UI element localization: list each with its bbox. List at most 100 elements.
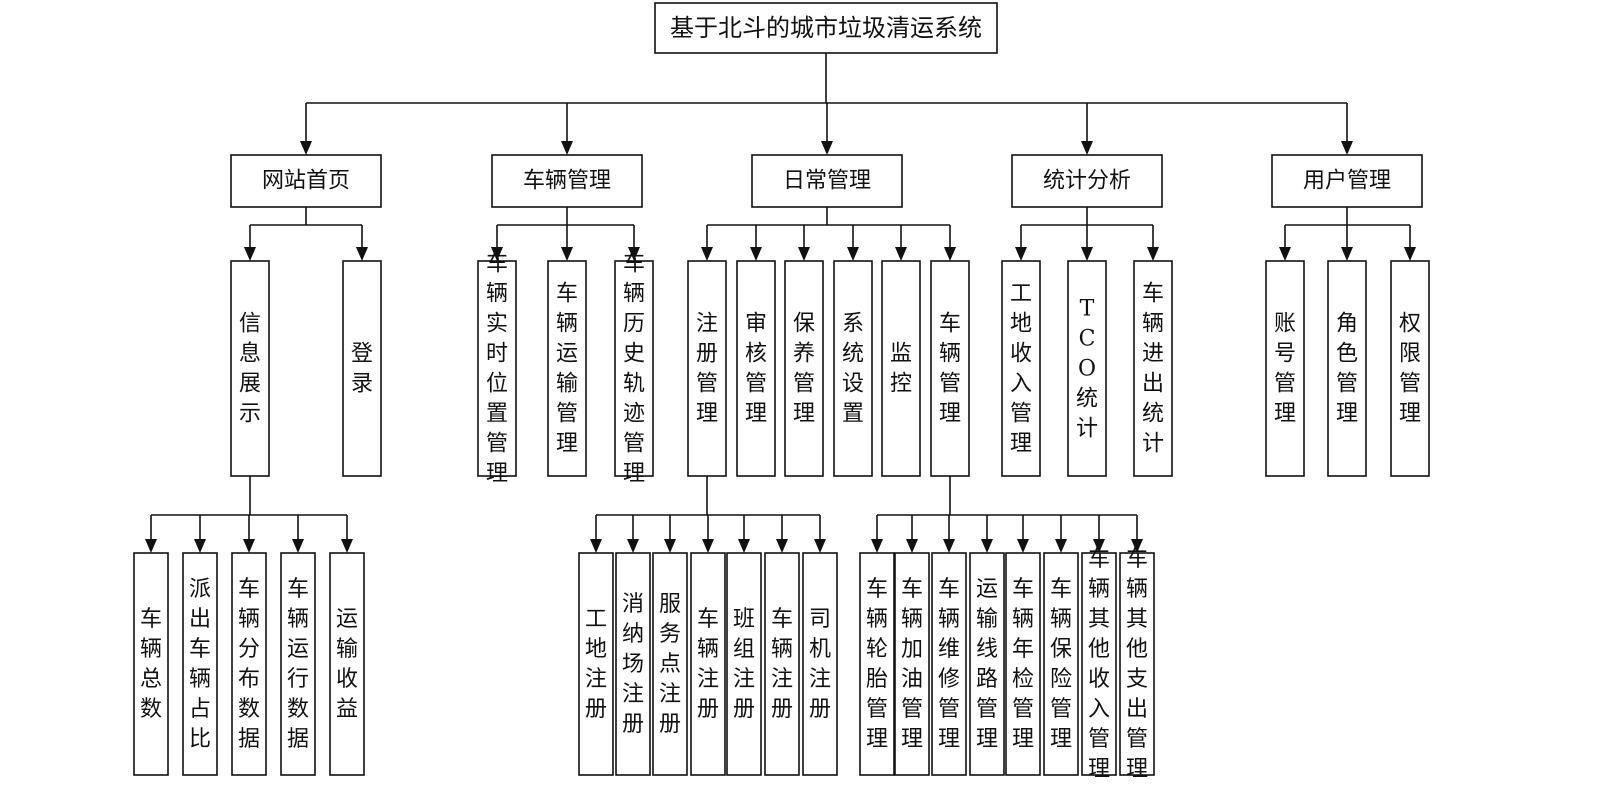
submodule-box-4-1-label: 工地收入管理 — [1010, 281, 1032, 456]
level3-arrow — [943, 539, 955, 553]
leaf-box-3-1-3-frame — [652, 552, 688, 776]
leaf-box-1-1-1-label: 车辆总数 — [140, 607, 162, 722]
level3-arrow — [1017, 539, 1029, 553]
level3-arrow — [590, 539, 602, 553]
leaf-box-3-1-6-frame — [764, 552, 800, 776]
level1-arrow — [821, 141, 833, 155]
level2-arrow — [1015, 247, 1027, 261]
submodule-box-4-3: 车辆进出统计 — [1133, 260, 1173, 477]
submodule-box-5-2-frame — [1327, 260, 1367, 477]
submodule-box-3-4-label: 系统设置 — [842, 311, 864, 426]
level3-arrow — [776, 539, 788, 553]
leaf-box-1-1-5-label: 运输收益 — [336, 607, 358, 722]
level2-arrow — [628, 247, 640, 261]
submodule-box-4-1: 工地收入管理 — [1001, 260, 1041, 477]
leaf-box-1-1-5-frame — [329, 552, 365, 776]
leaf-box-1-1-2-frame — [182, 552, 218, 776]
level2-arrow — [1147, 247, 1159, 261]
leaf-box-1-1-1-frame — [133, 552, 169, 776]
leaf-box-3-1-1: 工地注册 — [578, 552, 614, 776]
module-box-1-frame — [230, 154, 382, 208]
submodule-box-5-1: 账号管理 — [1265, 260, 1305, 477]
leaf-box-3-1-1-label: 工地注册 — [585, 607, 607, 722]
submodule-box-2-1-label: 车辆实时位置管理 — [486, 251, 508, 486]
level2-arrow — [701, 247, 713, 261]
level3-arrow — [1131, 539, 1143, 553]
level3-arrow — [814, 539, 826, 553]
level1-arrow — [300, 141, 312, 155]
root-title-box-label: 基于北斗的城市垃圾清运系统 — [670, 14, 982, 42]
submodule-box-1-2-label: 登录 — [351, 341, 373, 396]
submodule-box-1-2: 登录 — [342, 260, 382, 477]
leaf-box-3-6-1: 车辆轮胎管理 — [859, 552, 895, 776]
root-title-box-frame — [654, 2, 998, 54]
leaf-box-1-1-4: 车辆运行数据 — [280, 552, 316, 776]
leaf-box-3-6-7-label: 车辆其他收入管理 — [1088, 547, 1110, 782]
submodule-box-2-2: 车辆运输管理 — [547, 260, 587, 477]
leaf-box-1-1-3-label: 车辆分布数据 — [238, 577, 260, 752]
submodule-box-3-1-label: 注册管理 — [696, 311, 718, 426]
leaf-box-1-1-4-label: 车辆运行数据 — [287, 577, 309, 752]
level2-arrow — [895, 247, 907, 261]
submodule-box-3-2-frame — [736, 260, 776, 477]
leaf-box-3-6-7-frame — [1081, 552, 1117, 776]
module-box-4: 统计分析 — [1011, 154, 1163, 208]
module-box-3-frame — [751, 154, 903, 208]
module-box-2: 车辆管理 — [491, 154, 643, 208]
leaf-box-3-6-4: 运输线路管理 — [969, 552, 1005, 776]
leaf-box-3-1-6: 车辆注册 — [764, 552, 800, 776]
leaf-box-3-1-2: 消纳场注册 — [615, 552, 651, 776]
leaf-box-3-6-7: 车辆其他收入管理 — [1081, 547, 1117, 782]
module-box-1: 网站首页 — [230, 154, 382, 208]
leaf-box-3-1-3-label: 服务点注册 — [659, 592, 681, 737]
leaf-box-3-6-4-frame — [969, 552, 1005, 776]
leaf-box-1-1-4-frame — [280, 552, 316, 776]
leaf-box-3-6-1-label: 车辆轮胎管理 — [866, 577, 888, 752]
submodule-box-3-6-frame — [930, 260, 970, 477]
level1-arrow — [561, 141, 573, 155]
level3-arrow — [1055, 539, 1067, 553]
leaf-box-3-6-5-frame — [1005, 552, 1041, 776]
level2-arrow — [1081, 247, 1093, 261]
leaf-box-1-1-1: 车辆总数 — [133, 552, 169, 776]
module-box-4-label: 统计分析 — [1043, 169, 1131, 194]
module-box-5-frame — [1271, 154, 1423, 208]
submodule-box-3-3-frame — [784, 260, 824, 477]
submodule-box-3-2-label: 审核管理 — [745, 311, 767, 426]
leaf-box-3-1-2-frame — [615, 552, 651, 776]
submodule-box-4-1-frame — [1001, 260, 1041, 477]
submodule-box-4-2-frame — [1067, 260, 1107, 477]
submodule-box-5-2: 角色管理 — [1327, 260, 1367, 477]
leaf-box-3-1-4-frame — [690, 552, 726, 776]
leaf-box-1-1-3-frame — [231, 552, 267, 776]
leaf-box-3-6-2: 车辆加油管理 — [894, 552, 930, 776]
leaf-box-3-1-5-frame — [726, 552, 762, 776]
module-box-5: 用户管理 — [1271, 154, 1423, 208]
leaf-box-3-6-2-label: 车辆加油管理 — [901, 577, 923, 752]
level2-arrow — [244, 247, 256, 261]
module-box-2-frame — [491, 154, 643, 208]
submodule-box-4-3-label: 车辆进出统计 — [1142, 281, 1164, 456]
submodule-box-2-1-frame — [477, 260, 517, 477]
leaf-box-3-6-3-frame — [931, 552, 967, 776]
submodule-box-3-5-frame — [881, 260, 921, 477]
submodule-box-2-1: 车辆实时位置管理 — [477, 251, 517, 486]
level3-arrow — [871, 539, 883, 553]
submodule-box-2-2-frame — [547, 260, 587, 477]
submodule-box-2-3-frame — [614, 260, 654, 477]
submodule-box-2-3: 车辆历史轨迹管理 — [614, 251, 654, 486]
submodule-box-3-1: 注册管理 — [687, 260, 727, 477]
level3-arrow — [341, 539, 353, 553]
leaf-box-3-1-7-frame — [802, 552, 838, 776]
module-box-3: 日常管理 — [751, 154, 903, 208]
submodule-box-3-2: 审核管理 — [736, 260, 776, 477]
level3-arrow — [906, 539, 918, 553]
module-box-3-label: 日常管理 — [783, 169, 871, 194]
leaf-box-3-1-7: 司机注册 — [802, 552, 838, 776]
leaf-box-1-1-2-label: 派出车辆占比 — [189, 577, 211, 752]
submodule-box-2-3-label: 车辆历史轨迹管理 — [623, 251, 645, 486]
leaf-box-3-6-3: 车辆维修管理 — [931, 552, 967, 776]
level2-arrow — [750, 247, 762, 261]
submodule-box-3-4: 系统设置 — [833, 260, 873, 477]
